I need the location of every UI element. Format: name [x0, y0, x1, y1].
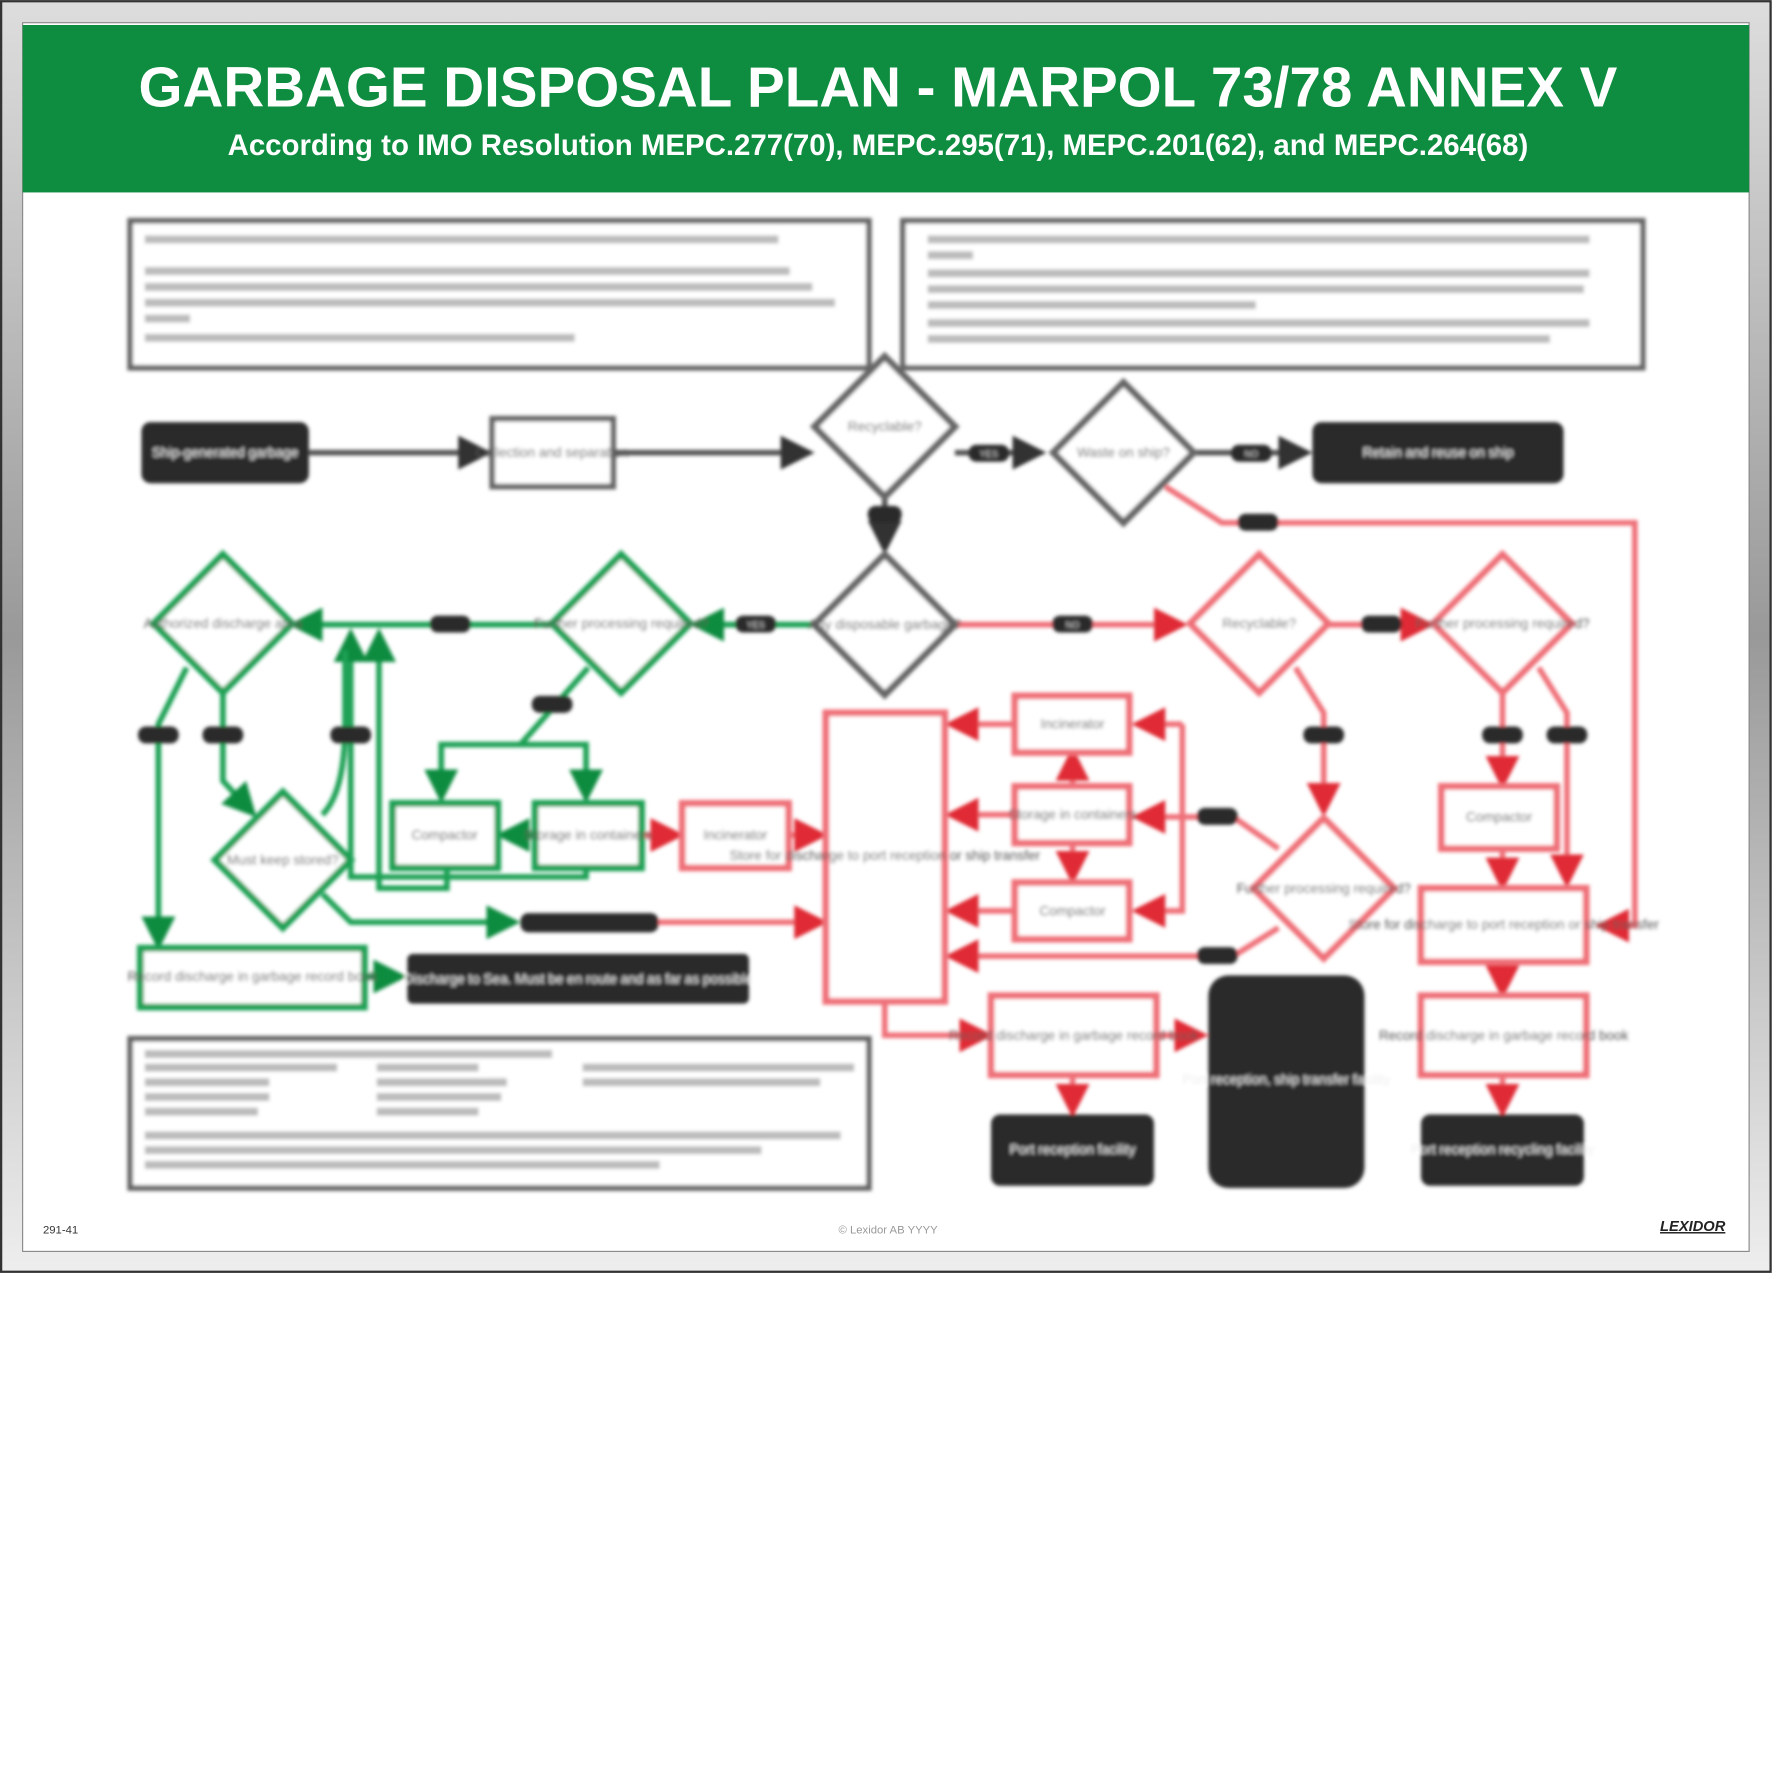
- compactor-green-label: Compactor: [411, 828, 478, 843]
- compactor-red-label: Compactor: [1039, 903, 1106, 918]
- node-port-facility-1: [991, 1114, 1155, 1186]
- header-banner: [22, 24, 1750, 193]
- storage-red-label: Storage in containers: [1008, 807, 1136, 822]
- decision-waste-on-ship: [1048, 377, 1199, 528]
- incinerator-mid-label: Incinerator: [703, 828, 768, 843]
- decision-waste-label: Waste on ship?: [1077, 445, 1170, 460]
- poster-title: GARBAGE DISPOSAL PLAN - MARPOL 73/78 ANN…: [139, 55, 1618, 118]
- node-discharge-sea: [407, 953, 749, 1004]
- further-green-label: Further processing required?: [534, 616, 709, 631]
- node-storage-red: [1011, 783, 1133, 847]
- node-port-facility-3: [1421, 1114, 1584, 1186]
- flowchart: YES NO NO YES Ship-generated garbage Col…: [127, 217, 1659, 1191]
- record-red2-label: Record discharge in garbage record book: [1379, 1028, 1629, 1043]
- record-green-label: Record discharge in garbage record book: [128, 969, 378, 984]
- garbage-disposal-poster: GARBAGE DISPOSAL PLAN - MARPOL 73/78 ANN…: [0, 0, 1772, 1273]
- node-collection-label: Collection and separation: [476, 445, 629, 460]
- tag-no: NO: [1066, 620, 1080, 630]
- node-store-red2: [1417, 884, 1590, 966]
- decision-authorized-area: [149, 549, 297, 698]
- decision-recyclable-label: Recyclable?: [848, 419, 922, 434]
- decision-further-red2: [1248, 813, 1399, 964]
- tag-yes: YES: [747, 620, 765, 630]
- info-box-general: [127, 217, 872, 371]
- node-compactor-green: [389, 799, 502, 872]
- node-start-label: Ship-generated garbage: [152, 445, 298, 460]
- node-collection: [489, 415, 617, 490]
- port-facility-2-label: Port reception, ship transfer facility: [1182, 1072, 1390, 1087]
- node-record-red1: [987, 992, 1160, 1079]
- incinerator-red-label: Incinerator: [1041, 717, 1106, 732]
- compactor-red2-label: Compactor: [1466, 809, 1533, 824]
- decision-any-disposable-label: Any disposable garbage?: [808, 617, 962, 632]
- decision-keep-stored: [210, 787, 356, 933]
- node-retain-label: Retain and reuse on ship: [1363, 445, 1514, 460]
- storage-green-label: Storage in containers: [524, 828, 652, 843]
- keep-stored-label: Must keep stored?: [227, 852, 339, 867]
- node-compactor-red: [1011, 879, 1133, 943]
- poster-subtitle: According to IMO Resolution MEPC.277(70)…: [228, 129, 1529, 162]
- tag-yes: YES: [980, 449, 998, 459]
- store-red2-label: Store for discharge to port reception or…: [1348, 917, 1659, 932]
- recyclable-red-label: Recyclable?: [1222, 616, 1296, 631]
- node-compactor-red2: [1437, 783, 1561, 853]
- document-code: 291-41: [43, 1224, 78, 1236]
- decision-recyclable-red: [1185, 549, 1334, 698]
- node-retain: [1312, 422, 1564, 484]
- port-facility-3-label: Port reception recycling facility: [1411, 1142, 1594, 1157]
- decision-any-disposable: [809, 549, 960, 700]
- node-storage-green: [531, 799, 645, 872]
- decision-recyclable: [809, 351, 960, 502]
- node-record-red2: [1417, 992, 1590, 1079]
- node-port-facility-2: [1208, 975, 1365, 1189]
- lexidor-logo: LEXIDOR: [1660, 1219, 1726, 1235]
- decision-further-red1: [1428, 549, 1577, 698]
- node-incinerator-red: [1011, 692, 1133, 756]
- tag-no: NO: [1245, 449, 1259, 459]
- store-port-label: Store for discharge to port reception or…: [729, 848, 1040, 863]
- node-store-port: [822, 709, 949, 1005]
- node-record-green: [136, 944, 368, 1011]
- further-red2-label: Further processing required?: [1237, 881, 1412, 896]
- decision-further-green: [547, 549, 695, 698]
- port-facility-1-label: Port reception facility: [1010, 1142, 1136, 1157]
- further-red1-label: Further processing required?: [1415, 616, 1590, 631]
- copyright: © Lexidor AB YYYY: [839, 1224, 939, 1236]
- node-start: [141, 422, 309, 484]
- auth-area-label: Authorized discharge area: [144, 616, 303, 631]
- record-red1-label: Record discharge in garbage record book: [949, 1028, 1199, 1043]
- discharge-sea-label: Discharge to Sea. Must be en route and a…: [404, 971, 753, 986]
- info-box-prohibited: [900, 217, 1646, 371]
- node-incinerator-mid: [678, 799, 792, 872]
